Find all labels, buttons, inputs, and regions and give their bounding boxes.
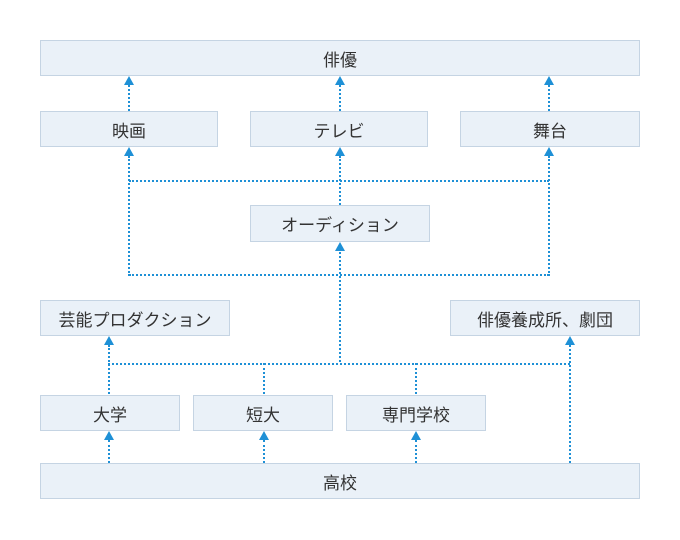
arrow-up-icon: [335, 76, 345, 85]
connector: [339, 252, 341, 362]
connector: [108, 363, 570, 365]
arrow-up-icon: [544, 147, 554, 156]
node-tv: テレビ: [250, 111, 428, 147]
arrow-up-icon: [565, 336, 575, 345]
node-stage: 舞台: [460, 111, 640, 147]
connector: [548, 156, 550, 276]
connector: [415, 363, 417, 394]
arrow-up-icon: [124, 76, 134, 85]
node-actor: 俳優: [40, 40, 640, 76]
node-film: 映画: [40, 111, 218, 147]
node-high-school: 高校: [40, 463, 640, 499]
arrow-up-icon: [335, 147, 345, 156]
connector: [263, 440, 265, 463]
connector: [129, 180, 549, 182]
connector: [108, 440, 110, 463]
arrow-up-icon: [104, 336, 114, 345]
arrow-up-icon: [335, 242, 345, 251]
connector: [128, 156, 130, 276]
connector: [263, 363, 265, 394]
connector: [108, 345, 110, 394]
connector: [415, 440, 417, 463]
connector: [569, 345, 571, 463]
arrow-up-icon: [104, 431, 114, 440]
node-junior-college: 短大: [193, 395, 333, 431]
node-audition: オーディション: [250, 205, 430, 242]
node-university: 大学: [40, 395, 180, 431]
arrow-up-icon: [259, 431, 269, 440]
arrow-up-icon: [411, 431, 421, 440]
node-acting-school: 俳優養成所、劇団: [450, 300, 640, 336]
node-talent-agency: 芸能プロダクション: [40, 300, 230, 336]
connector: [339, 85, 341, 111]
connector: [548, 85, 550, 111]
connector: [128, 85, 130, 111]
arrow-up-icon: [544, 76, 554, 85]
node-vocational-school: 専門学校: [346, 395, 486, 431]
arrow-up-icon: [124, 147, 134, 156]
